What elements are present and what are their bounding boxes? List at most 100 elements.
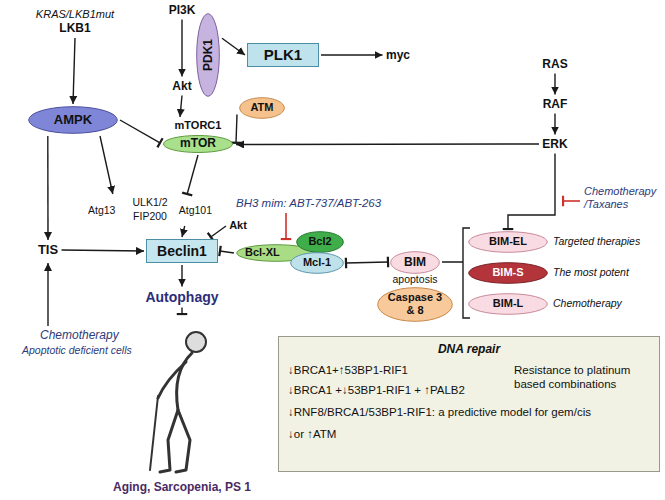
activation-arrow [62, 250, 145, 251]
kinase-label: Akt [228, 219, 248, 233]
node-text: RAS [542, 57, 567, 71]
annotation-label: Chemotherapy [40, 328, 119, 342]
isoform-ellipse: BIM-EL [468, 231, 548, 253]
node-text: mTOR [162, 136, 234, 150]
figure-cane [150, 396, 158, 470]
activation-arrow [181, 20, 182, 77]
kinase-label: ERK [541, 137, 569, 152]
figure-arm [158, 362, 186, 398]
ellipse-shape [391, 251, 440, 273]
node-text: Akt [229, 219, 247, 232]
drug-inhibition [563, 200, 580, 202]
node-text: Resistance to platinum based combination… [514, 364, 654, 392]
node-text: RAF [543, 97, 568, 111]
kinase-label: Akt [171, 79, 193, 94]
node-text: PI3K [169, 3, 196, 17]
ellipse-shape [469, 232, 548, 253]
annotation-label: The most potent [553, 266, 629, 279]
annotation-label: BH3 mim: ABT-737/ABT-263 [236, 197, 381, 211]
activation-arrow [321, 54, 383, 55]
inhibition-arrow [508, 154, 555, 230]
node-text: BIM-S [492, 266, 523, 279]
gene-label: myc [385, 48, 412, 63]
node-text: Bcl2 [308, 235, 331, 248]
ellipse-shape [240, 98, 285, 119]
activation-arrow [180, 96, 182, 118]
node-text: ULK1/2 [128, 196, 172, 209]
kinase-ellipse: AMPK [28, 106, 118, 134]
kinase-ellipse: PDK1 [196, 13, 220, 97]
inhibition-arrow [187, 155, 198, 194]
node-text: PDK1 [201, 39, 215, 71]
process-label: Autophagy [144, 289, 220, 306]
node-text: Mcl-1 [303, 256, 331, 269]
ellipse-shape [469, 294, 548, 315]
node-text: DNA repair [278, 342, 660, 356]
node-text: Akt [172, 79, 191, 93]
complex-ellipse: mTORC1 mTOR [162, 119, 234, 153]
activation-arrow [100, 136, 113, 194]
activation-arrow [73, 38, 75, 104]
node-text: ↓or ↑ATM [288, 428, 508, 442]
isoform-ellipse: BIM-S [468, 262, 548, 284]
node-outline [278, 336, 660, 472]
activation-arrow [236, 143, 539, 145]
node-text: Caspase 3 & 8 [386, 291, 444, 317]
rect-shape [147, 240, 218, 263]
inhibition-arrow [181, 308, 182, 315]
activation-arrow [47, 136, 49, 240]
annotation-label: Chemotherapy [553, 297, 622, 310]
node-text: LKB1 [59, 21, 90, 35]
annotation-label: Chemotherapy /Taxanes [584, 185, 662, 211]
isoform-ellipse: BIM-L [468, 293, 548, 315]
activation-arrow [554, 114, 555, 135]
annotation-label: Apoptotic deficient cells [22, 344, 132, 357]
kinase-label: RAF [542, 97, 569, 112]
connector-group [48, 20, 555, 315]
activation-arrow [182, 226, 185, 237]
node-text: ↓RNF8/BRCA1/53BP1-RIF1: a predictive mod… [288, 406, 650, 420]
process-label: TIS [37, 242, 60, 258]
figure-head [186, 332, 206, 352]
node-text: ↓BRCA1+↑53BP1-RIF1 [288, 364, 508, 378]
kinase-label: PI3K [168, 3, 197, 18]
node-outline [102, 316, 262, 498]
inhibition-arrow [236, 115, 237, 143]
rect-shape [248, 44, 319, 67]
protein-ellipse: Caspase 3 & 8 [377, 287, 453, 322]
inhibition-arrow [211, 226, 226, 237]
node-text: ATM [250, 101, 273, 114]
inhibition-arrow [346, 262, 388, 263]
activation-arrow [181, 265, 182, 287]
node-text: TIS [38, 242, 58, 258]
drug-inhibition [285, 213, 287, 239]
node-text: BIM-L [493, 297, 524, 310]
aging-figure [150, 332, 206, 472]
kinase-ellipse: ATM [239, 97, 285, 119]
annotation-label: Targeted therapies [553, 235, 640, 248]
node-text: ↓BRCA1 +↓53BP1-RIF1 + ↑PALB2 [288, 384, 508, 398]
node-text: AMPK [54, 112, 92, 128]
node-text: Atg13 [88, 204, 122, 217]
outcome-figure: Aging, Sarcopenia, PS 1 [102, 316, 262, 498]
node-text: mTORC1 [162, 119, 234, 132]
complex-label: Atg13ULK1/2FIP200Atg101 [88, 196, 212, 224]
kinase-box: PLK1 [247, 43, 319, 67]
node-text: Autophagy [145, 289, 218, 306]
ellipse-shape [378, 287, 453, 321]
rect-shape [279, 337, 660, 472]
gene-label: KRAS/LKB1mutLKB1 [35, 8, 116, 36]
node-text: Beclin1 [157, 243, 207, 260]
node-text: myc [386, 48, 410, 62]
inhibition-arrow [220, 251, 234, 253]
inhibition-arrow [120, 120, 160, 143]
protein-box: Beclin1 [146, 239, 218, 263]
protein-ellipse: BIM [390, 251, 440, 274]
ellipse-shape [29, 107, 118, 134]
annotation-label: apoptosis [385, 273, 445, 286]
node-text: BIM-EL [489, 235, 527, 248]
ellipse-shape [297, 232, 344, 253]
figure-legs [160, 410, 190, 472]
